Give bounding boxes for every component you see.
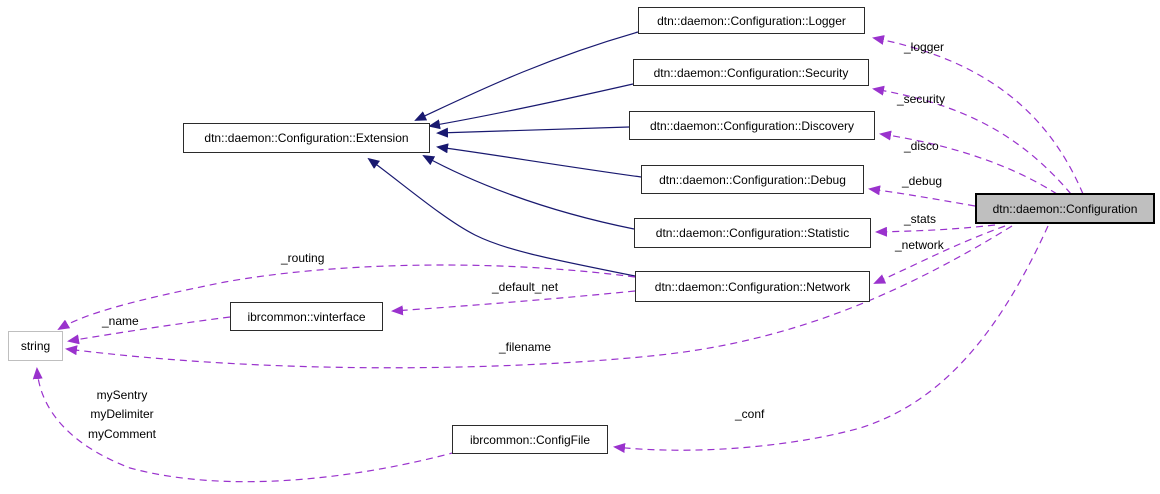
node-configuration-logger[interactable]: dtn::daemon::Configuration::Logger xyxy=(638,7,865,34)
node-label: ibrcommon::ConfigFile xyxy=(469,432,591,447)
edge-configuration-string-filename xyxy=(65,225,1013,369)
edge-label-default-net: _default_net xyxy=(492,280,559,294)
node-configuration-debug[interactable]: dtn::daemon::Configuration::Debug xyxy=(641,165,864,194)
node-configuration-network[interactable]: dtn::daemon::Configuration::Network xyxy=(635,271,870,302)
edge-network-extension xyxy=(367,157,636,277)
edge-label-mycomment: myComment xyxy=(87,426,156,441)
node-configuration-security[interactable]: dtn::daemon::Configuration::Security xyxy=(633,59,869,86)
edge-logger-extension xyxy=(414,31,639,121)
edge-security-extension xyxy=(428,83,634,130)
node-label: dtn::daemon::Configuration::Security xyxy=(653,65,849,80)
edge-configuration-logger xyxy=(872,35,1084,195)
edge-configfile-string xyxy=(32,367,457,483)
edge-configuration-debug xyxy=(868,185,976,207)
node-ibrcommon-vinterface[interactable]: ibrcommon::vinterface xyxy=(230,302,383,331)
node-label: dtn::daemon::Configuration::Discovery xyxy=(649,118,855,133)
node-label: string xyxy=(20,339,51,353)
edge-label-debug: _debug xyxy=(902,174,943,188)
edge-vinterface-string xyxy=(67,316,231,345)
edge-statistic-extension xyxy=(422,155,635,230)
edge-discovery-extension xyxy=(436,126,630,138)
edge-label-logger: _logger xyxy=(904,40,945,54)
node-configuration-current: dtn::daemon::Configuration xyxy=(975,193,1155,224)
edge-label-disco: _disco xyxy=(904,139,939,153)
edge-label-name: _name xyxy=(102,314,139,328)
edge-label-routing: _routing xyxy=(281,251,325,265)
node-configuration-statistic[interactable]: dtn::daemon::Configuration::Statistic xyxy=(634,218,871,248)
node-label: dtn::daemon::Configuration xyxy=(992,201,1138,216)
node-string: string xyxy=(8,331,63,361)
edge-label-mydelimiter: myDelimiter xyxy=(90,407,154,422)
edge-label-conf: _conf xyxy=(735,407,765,421)
node-ibrcommon-configfile[interactable]: ibrcommon::ConfigFile xyxy=(452,425,608,454)
edge-label-security: _security xyxy=(897,92,946,106)
node-label: dtn::daemon::Configuration::Statistic xyxy=(655,226,850,240)
edge-network-vinterface xyxy=(391,290,636,316)
node-label: dtn::daemon::Configuration::Logger xyxy=(657,13,846,28)
edge-configuration-network xyxy=(873,225,1006,284)
node-label: dtn::daemon::Configuration::Network xyxy=(654,279,851,294)
node-label: ibrcommon::vinterface xyxy=(247,309,366,324)
edge-configuration-configfile xyxy=(613,225,1049,454)
edge-configuration-statistic xyxy=(875,224,996,237)
node-configuration-discovery[interactable]: dtn::daemon::Configuration::Discovery xyxy=(629,111,875,140)
edge-label-mysentry: mySentry xyxy=(96,388,148,402)
edge-configuration-discovery xyxy=(879,130,1058,195)
edge-label-filename: _filename xyxy=(499,340,552,354)
edge-debug-extension xyxy=(436,143,642,178)
node-label: dtn::daemon::Configuration::Debug xyxy=(659,172,846,187)
node-label: dtn::daemon::Configuration::Extension xyxy=(204,131,409,145)
edge-label-configfile-members: mySentry myDelimiter myComment xyxy=(80,386,164,444)
edge-label-stats: _stats xyxy=(904,212,937,226)
node-configuration-extension[interactable]: dtn::daemon::Configuration::Extension xyxy=(183,123,430,153)
edge-configuration-security xyxy=(872,85,1072,195)
edge-label-network: _network xyxy=(895,238,944,252)
